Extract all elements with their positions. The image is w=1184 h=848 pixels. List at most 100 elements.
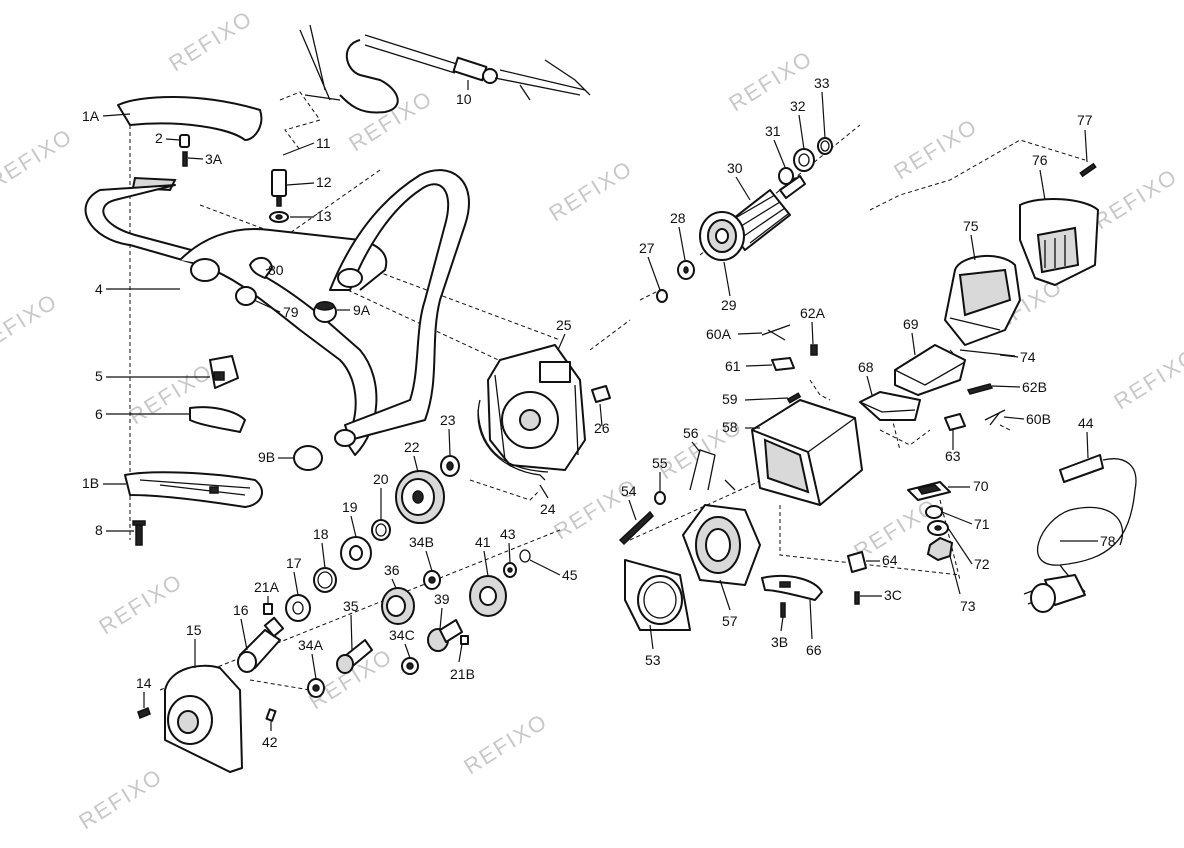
leader-line [599,403,603,427]
callout-66: 66 [806,599,822,658]
leader-line [448,428,451,456]
part-number-label: 80 [268,262,284,278]
part-number-label: 25 [556,317,572,333]
part-69-module [894,344,966,396]
part-number-label: 39 [434,591,450,607]
part-number-label: 68 [858,359,874,375]
part-number-label: 58 [722,419,738,435]
part-number-label: 70 [973,478,989,494]
leader-line [286,182,315,186]
watermark-text: REFIXO [74,763,167,834]
part-number-label: 54 [621,483,637,499]
part-number-label: 20 [373,471,389,487]
callout-10: 10 [456,80,472,107]
callout-3c: 3C [860,587,902,603]
part-number-label: 34B [409,534,434,550]
callout-41: 41 [475,534,491,577]
callout-75: 75 [963,218,979,261]
part-number-label: 34C [389,627,415,643]
part-19-bearing [340,536,372,570]
part-23-washer [440,455,460,477]
part-4-handle-frame [84,169,470,456]
part-58-motor-housing [751,399,863,506]
part-number-label: 73 [960,598,976,614]
leader-line [999,354,1019,358]
leader-line [691,441,701,453]
callout-74: 74 [999,349,1036,365]
part-16-spindle [237,616,285,673]
part-number-label: 71 [974,516,990,532]
callout-6: 6 [95,406,190,422]
callout-13: 13 [290,208,332,224]
part-6-trigger [189,406,246,433]
part-43-bearing [503,562,517,578]
part-number-label: 76 [1032,152,1048,168]
part-74-wire [959,349,1016,357]
callout-57: 57 [719,579,738,629]
callout-3a: 3A [187,151,223,167]
callout-35: 35 [343,598,359,651]
part-66-grip [761,574,823,601]
leader-line [253,299,281,313]
part-25-gear-housing [487,344,586,471]
part-68-cover [859,391,921,421]
leader-line [293,571,299,596]
part-number-label: 64 [882,552,898,568]
callout-20: 20 [373,471,389,520]
callout-11: 11 [282,135,331,156]
part-number-label: 61 [725,358,741,374]
callout-69: 69 [903,316,919,356]
watermark-text: REFIXO [889,113,982,184]
callout-71: 71 [941,511,990,532]
part-79-cap [235,286,257,306]
part-number-label: 60A [706,326,732,342]
part-78-power-cord [1023,489,1136,613]
part-number-label: 5 [95,368,103,384]
watermark-text: REFIXO [164,5,257,76]
part-31-washer [778,167,794,185]
leader-line [439,607,443,630]
leader-line [949,555,961,595]
part-11-bolt [271,169,287,197]
callout-34a: 34A [298,637,324,680]
part-9A-plug [313,301,337,323]
part-24-gasket [477,399,549,481]
part-39-pinion [427,619,463,652]
part-number-label: 62A [800,305,826,321]
watermark-text: REFIXO [0,288,62,359]
part-number-label: 1B [82,475,99,491]
part-60A-spring [761,324,791,341]
part-number-label: 77 [1077,112,1093,128]
part-3B-screw [780,602,786,618]
part-35-pinion [336,639,373,674]
part-55-nut [654,491,666,505]
callout-24: 24 [539,484,556,517]
callout-54: 54 [621,483,637,521]
callout-78: 78 [1060,533,1116,549]
part-21B-key [460,635,469,645]
leader-line [745,364,773,367]
callout-14: 14 [136,675,152,708]
callout-60b: 60B [1003,411,1051,427]
part-61-brush-holder [771,357,795,371]
part-number-label: 22 [404,439,420,455]
part-number-label: 21B [450,666,475,682]
part-number-label: 18 [313,526,329,542]
part-9B-plug [293,445,323,471]
part-number-label: 36 [384,562,400,578]
leader-line [941,511,973,525]
part-number-label: 42 [262,734,278,750]
part-72-washer [927,520,949,536]
part-33-ring [817,137,833,155]
part-number-label: 15 [186,622,202,638]
part-34B-washer [423,570,441,590]
callout-30: 30 [727,160,751,201]
part-12-pin [276,195,282,207]
leader-line [744,397,789,401]
part-number-label: 17 [286,555,302,571]
part-number-label: 41 [475,534,491,550]
part-42-pin [265,708,277,722]
